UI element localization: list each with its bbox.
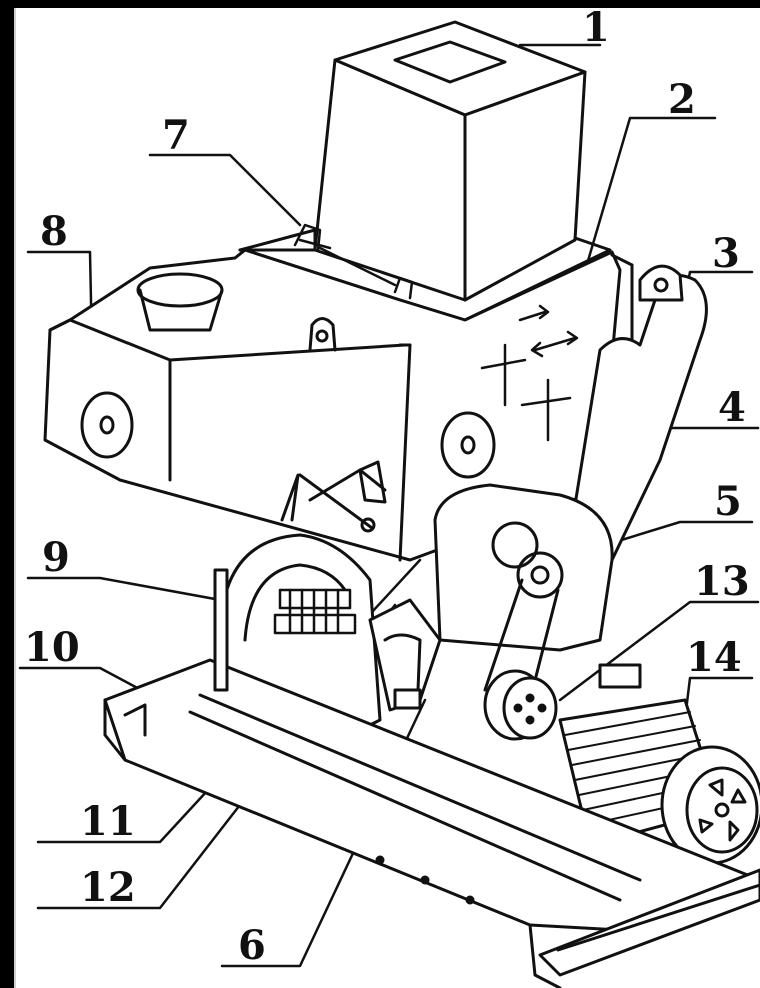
callout-2: 2 (668, 76, 696, 123)
callout-7: 7 (162, 112, 190, 159)
rotor-blades (273, 588, 357, 635)
pulley-housing (433, 483, 614, 702)
callout-1: 1 (582, 4, 610, 51)
callout-10: 10 (24, 624, 80, 671)
hopper-clamps (293, 223, 414, 300)
callout-12: 12 (80, 864, 136, 911)
callout-14: 14 (686, 634, 742, 681)
leader-2 (573, 116, 717, 307)
callout-6: 6 (238, 922, 266, 969)
adjust-knobs (480, 304, 579, 442)
base-frame (103, 568, 760, 988)
callout-11: 11 (80, 798, 136, 845)
belt-guard-cover (573, 253, 708, 562)
callout-4: 4 (718, 384, 746, 431)
electric-motor (558, 663, 760, 865)
motor-pulley (483, 669, 558, 741)
leader-7 (148, 153, 302, 227)
callout-9: 9 (42, 534, 70, 581)
callout-8: 8 (40, 208, 68, 255)
callout-13: 13 (694, 558, 750, 605)
callout-3: 3 (712, 230, 740, 277)
hopper (238, 20, 612, 322)
crusher-housing (43, 248, 622, 562)
callout-5: 5 (714, 478, 742, 525)
